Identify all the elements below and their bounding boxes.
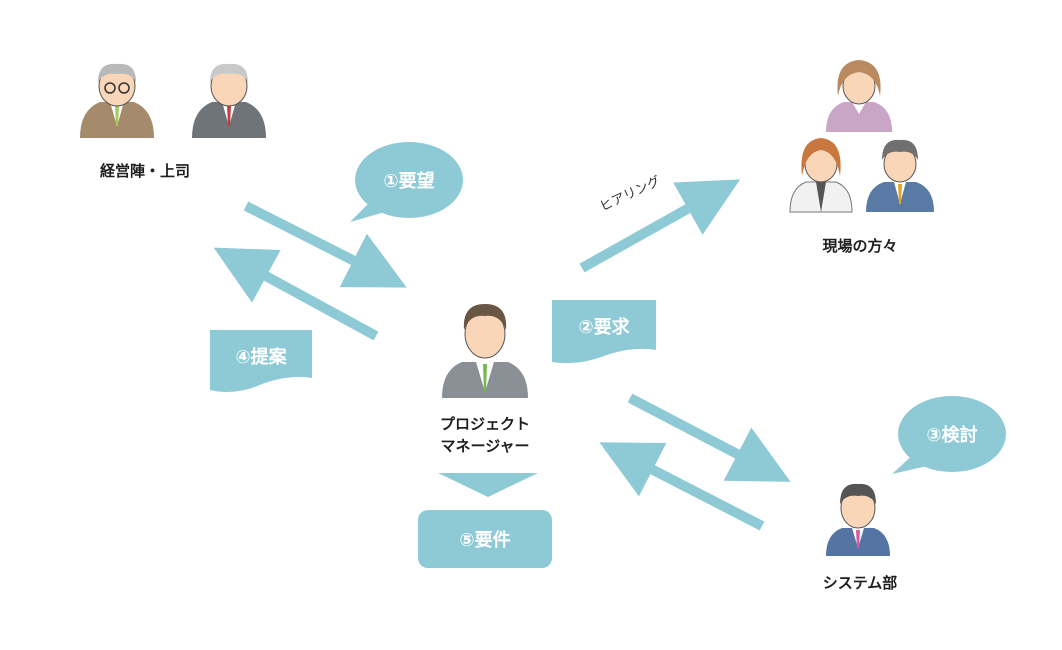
box-step5 bbox=[418, 510, 552, 568]
project-manager-label-line1: プロジェクト bbox=[439, 415, 530, 433]
field-staff-label: 現場の方々 bbox=[822, 237, 898, 255]
speech-bubble-step3 bbox=[892, 396, 1006, 474]
field-staff-person-icon-2 bbox=[789, 138, 853, 213]
arrow-system-to-pm bbox=[599, 442, 765, 531]
step3-label: ③検討 bbox=[926, 425, 978, 446]
step4-label: ④提案 bbox=[235, 347, 287, 368]
system-dept-person-icon bbox=[826, 483, 890, 556]
step1-label: ①要望 bbox=[383, 171, 435, 192]
arrow-pm-down bbox=[438, 473, 538, 497]
executives-label: 経営陣・上司 bbox=[100, 162, 191, 180]
field-staff-person-icon-1 bbox=[826, 60, 892, 132]
system-dept-label: システム部 bbox=[822, 574, 898, 592]
step2-label: ②要求 bbox=[578, 317, 630, 338]
project-manager-label: プロジェクト マネージャー bbox=[420, 413, 550, 457]
executive-person-icon-2 bbox=[192, 63, 266, 138]
step5-label: ⑤要件 bbox=[459, 530, 511, 551]
arrow-pm-to-system bbox=[627, 393, 791, 482]
arrow-executives-to-pm bbox=[243, 201, 407, 288]
field-staff-person-icon-3 bbox=[866, 139, 934, 212]
project-manager-person-icon bbox=[442, 304, 528, 398]
doc-box-step4 bbox=[210, 330, 312, 392]
arrow-pm-to-field bbox=[579, 179, 741, 273]
executive-person-icon-1 bbox=[80, 63, 154, 138]
speech-bubble-step1 bbox=[350, 142, 463, 222]
doc-box-step2 bbox=[552, 300, 656, 364]
arrow-pm-to-executives bbox=[213, 247, 379, 341]
project-manager-label-line2: マネージャー bbox=[440, 437, 530, 455]
